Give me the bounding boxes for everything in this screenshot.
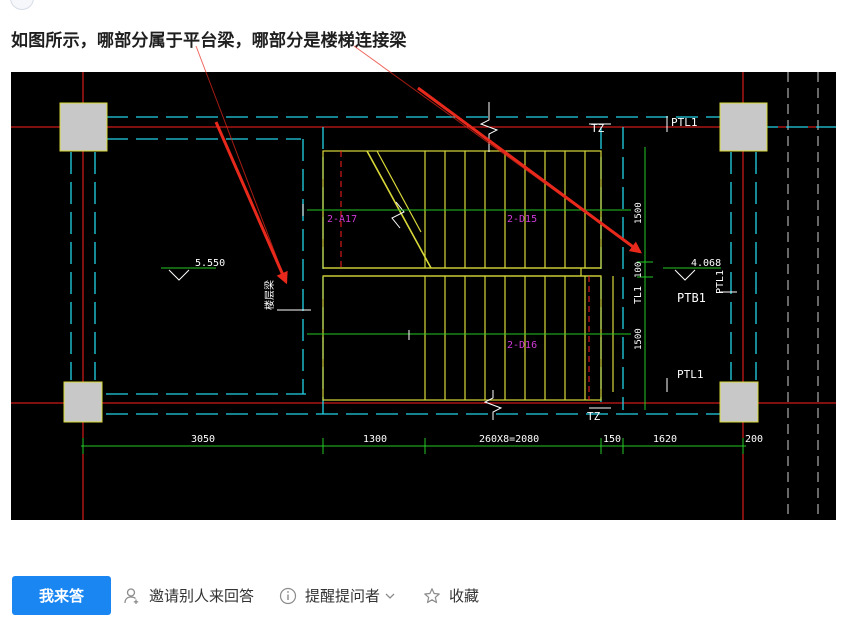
dim-right-mid: 100 <box>634 262 644 278</box>
answer-button[interactable]: 我来答 <box>12 576 111 615</box>
remind-asker-label: 提醒提问者 <box>305 587 381 605</box>
dim-right-upper: 1500 <box>634 202 644 224</box>
flight-label-lower: 2-D16 <box>507 340 537 351</box>
columns <box>59 102 768 423</box>
star-icon <box>423 587 441 605</box>
ptl1-label-right: PTL1 <box>715 270 726 294</box>
ptl1-label-bottom: PTL1 <box>677 368 704 381</box>
question-title: 如图所示，哪部分属于平台梁，哪部分是楼梯连接梁 <box>11 31 407 51</box>
dimension-text: 1300 <box>363 434 387 445</box>
dimension-lines <box>81 147 746 454</box>
ptl1-label-top: PTL1 <box>671 116 698 129</box>
tz-label-bottom: TZ <box>587 410 601 423</box>
chevron-down-icon <box>384 590 396 602</box>
stair-drawing: TZ PTL1 TZ PTL1 PTL1 TL1 PTB1 2-A17 2-D1… <box>11 72 836 520</box>
landing-edges <box>340 151 590 400</box>
flight-label-upper-left: 2-A17 <box>327 214 357 225</box>
tl1-label: TL1 <box>633 286 644 304</box>
flight-label-upper-right: 2-D15 <box>507 214 537 225</box>
floor-beam-label: 楼层梁 <box>263 280 276 310</box>
info-icon <box>279 587 297 605</box>
elevation-left: 5.550 <box>195 258 225 269</box>
dimension-text: 1620 <box>653 434 677 445</box>
favorite-label: 收藏 <box>449 587 480 605</box>
elevation-markers <box>168 116 737 409</box>
invite-answer-link[interactable]: 邀请别人来回答 <box>123 576 254 615</box>
invite-answer-label: 邀请别人来回答 <box>149 587 255 605</box>
break-lines <box>391 102 503 420</box>
ptb1-label: PTB1 <box>677 291 706 305</box>
dimension-text: 3050 <box>191 434 215 445</box>
remind-asker-link[interactable]: 提醒提问者 <box>279 576 396 615</box>
dashed-edge-lines <box>787 72 819 520</box>
elevation-right: 4.068 <box>691 258 721 269</box>
tz-label-top: TZ <box>591 122 605 135</box>
dimension-text: 200 <box>745 434 763 445</box>
dim-right-lower: 1500 <box>634 328 644 350</box>
dimension-text: 260X8=2080 <box>479 434 539 445</box>
user-add-icon <box>123 587 141 605</box>
favorite-link[interactable]: 收藏 <box>423 576 479 615</box>
dimension-text: 150 <box>603 434 621 445</box>
annotation-arrow-platform-beam <box>195 45 287 283</box>
